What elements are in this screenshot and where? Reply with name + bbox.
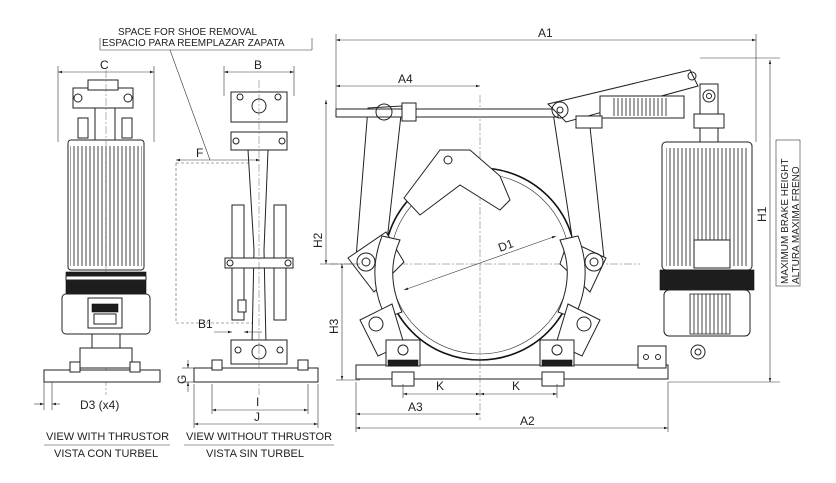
max-height-note: MAXIMUM BRAKE HEIGHT ALTURA MAXIMA FRENO <box>775 139 802 287</box>
dim-h3: H3 <box>327 318 341 334</box>
dimension-labels: C B F B1 G D3 (x4) I J A1 A4 H1 H2 H3 D1… <box>80 26 769 428</box>
caption-without-thrustor-es: VISTA SIN TURBEL <box>206 448 304 460</box>
dim-h2: H2 <box>311 232 325 248</box>
dim-f: F <box>196 146 203 160</box>
dim-a2: A2 <box>520 414 535 428</box>
dim-b: B <box>254 58 262 72</box>
note-shoe-removal-es: ESPACIO PARA REEMPLAZAR ZAPATA <box>102 38 285 49</box>
caption-with-thrustor-en: VIEW WITH THRUSTOR <box>46 431 169 443</box>
caption-without-thrustor-en: VIEW WITHOUT THRUSTOR <box>186 431 332 443</box>
note-max-height-es: ALTURA MAXIMA FRENO <box>791 166 802 284</box>
dim-b1: B1 <box>198 317 213 331</box>
shoe-removal-note: SPACE FOR SHOE REMOVAL ESPACIO PARA REEM… <box>99 27 313 51</box>
dimension-lines <box>34 34 780 432</box>
note-shoe-removal-en: SPACE FOR SHOE REMOVAL <box>118 27 258 38</box>
note-max-height-en: MAXIMUM BRAKE HEIGHT <box>780 158 791 284</box>
dim-d1: D1 <box>496 236 516 255</box>
dim-h1: H1 <box>755 206 769 222</box>
caption-with-thrustor-es: VISTA CON TURBEL <box>54 448 158 460</box>
dim-d3: D3 (x4) <box>80 398 119 412</box>
dim-i: I <box>256 395 259 409</box>
view-with-thrustor <box>43 70 161 395</box>
dim-a4: A4 <box>398 72 413 86</box>
dim-k-right: K <box>512 379 520 393</box>
dim-a1: A1 <box>538 26 553 40</box>
dim-c: C <box>100 58 109 72</box>
dim-k-left: K <box>436 379 444 393</box>
view-captions: VIEW WITH THRUSTOR VISTA CON TURBEL VIEW… <box>44 431 334 460</box>
dim-g: G <box>175 375 189 384</box>
view-without-thrustor <box>175 80 319 395</box>
main-elevation <box>330 69 755 420</box>
dim-j: J <box>254 410 260 424</box>
dim-a3: A3 <box>408 400 423 414</box>
